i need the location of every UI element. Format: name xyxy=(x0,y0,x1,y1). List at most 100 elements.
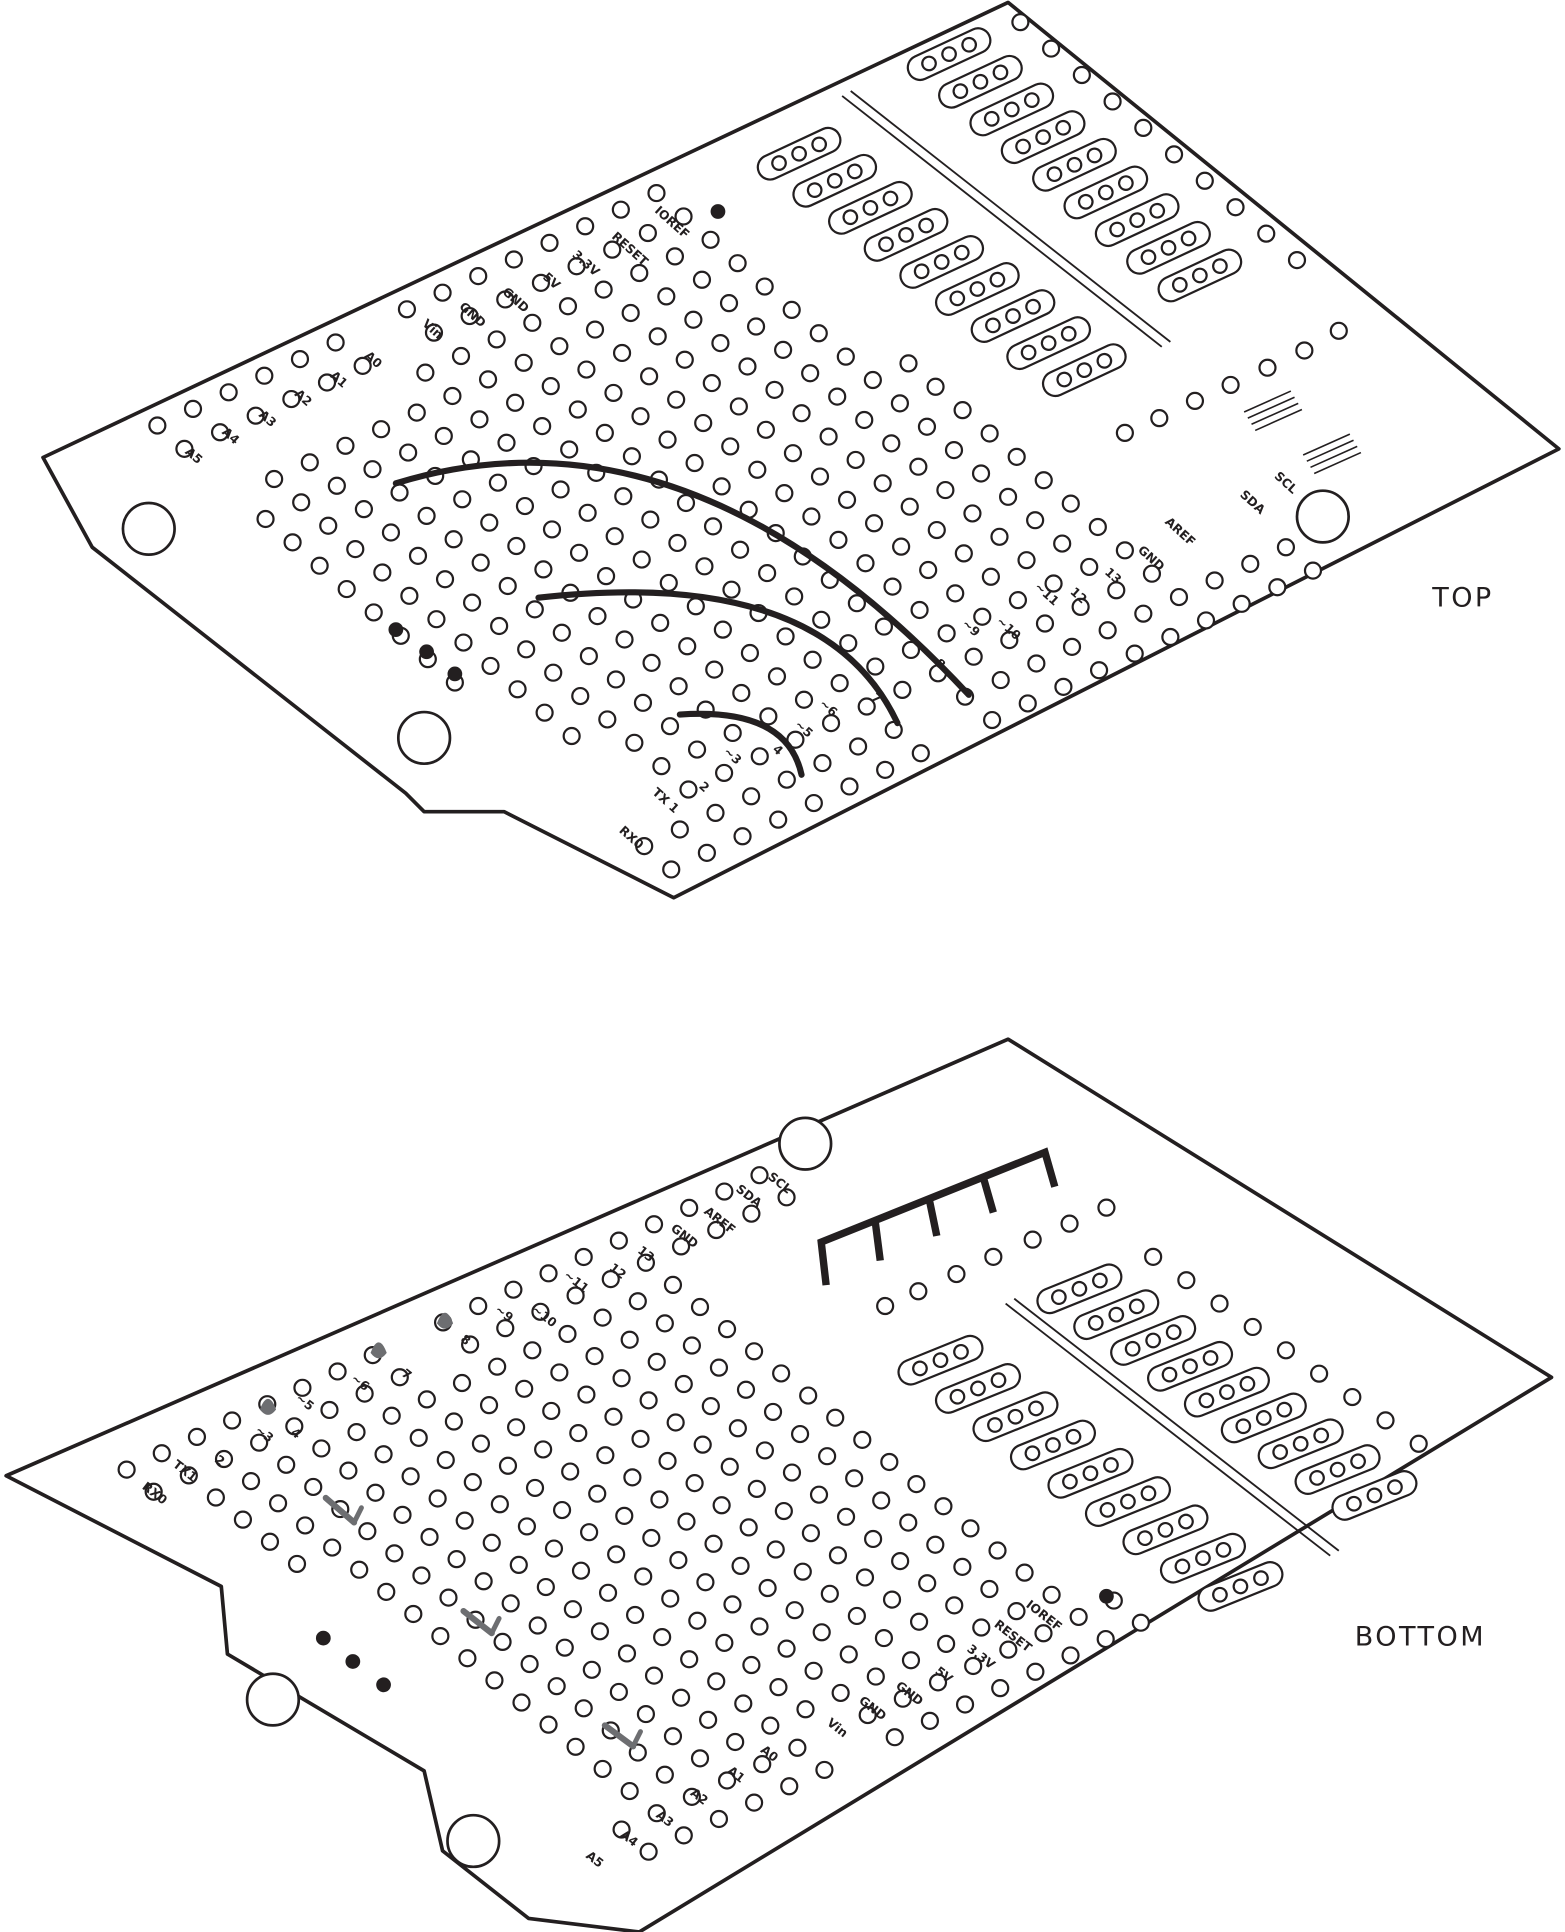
through-hole xyxy=(636,1253,656,1272)
through-hole xyxy=(1099,1501,1116,1518)
through-hole xyxy=(1044,574,1063,593)
through-hole xyxy=(604,1407,623,1426)
through-hole xyxy=(947,1264,966,1284)
through-hole xyxy=(840,777,859,796)
through-hole xyxy=(256,509,275,529)
through-hole xyxy=(588,1484,607,1503)
through-hole xyxy=(487,330,506,349)
through-hole xyxy=(1015,1563,1034,1582)
through-hole xyxy=(991,1679,1010,1698)
through-hole xyxy=(674,1374,693,1394)
through-hole xyxy=(680,1650,699,1669)
through-hole xyxy=(558,1324,577,1344)
through-hole xyxy=(988,1541,1007,1560)
through-hole xyxy=(872,1491,891,1510)
through-hole xyxy=(1071,1280,1088,1297)
through-hole xyxy=(793,1562,812,1581)
through-hole xyxy=(690,1749,710,1768)
through-hole xyxy=(1060,325,1077,342)
through-hole xyxy=(233,1510,253,1529)
through-hole xyxy=(715,1633,734,1652)
through-hole xyxy=(1115,423,1134,442)
through-hole xyxy=(899,1513,918,1532)
through-hole xyxy=(750,1166,769,1185)
through-hole xyxy=(1055,119,1072,136)
through-hole xyxy=(520,1654,539,1674)
through-hole xyxy=(668,533,687,553)
through-hole xyxy=(748,460,767,479)
through-hole xyxy=(758,1578,777,1598)
through-hole xyxy=(1097,184,1114,201)
pin-label-vin: Vin xyxy=(824,1715,850,1740)
through-hole xyxy=(144,1482,163,1501)
strip-pad xyxy=(899,235,985,289)
through-hole xyxy=(707,1220,726,1240)
through-hole xyxy=(1157,1521,1174,1538)
through-hole xyxy=(669,677,688,696)
through-hole xyxy=(670,820,689,839)
through-hole xyxy=(590,1622,610,1641)
strip-pad xyxy=(1159,1532,1246,1584)
through-hole xyxy=(707,1672,726,1691)
through-hole xyxy=(1053,534,1072,553)
through-hole xyxy=(685,453,704,473)
pin-label-tx1: TX 1 xyxy=(650,785,682,816)
through-hole xyxy=(728,254,747,273)
through-hole xyxy=(310,556,329,575)
through-hole xyxy=(796,1700,815,1719)
through-hole xyxy=(890,394,910,413)
through-hole xyxy=(769,1678,788,1697)
through-hole xyxy=(846,163,863,180)
through-hole xyxy=(552,1500,572,1520)
through-hole xyxy=(802,507,821,526)
through-hole xyxy=(829,530,848,549)
through-hole xyxy=(542,520,562,539)
through-hole xyxy=(628,1292,647,1311)
through-hole xyxy=(746,317,766,336)
through-hole xyxy=(469,1296,488,1316)
through-hole xyxy=(544,663,563,682)
pin-label-sda: SDA xyxy=(1237,487,1268,517)
through-hole xyxy=(1140,249,1157,266)
through-hole xyxy=(1303,561,1323,580)
through-hole xyxy=(408,546,428,565)
through-hole xyxy=(1221,375,1240,395)
through-hole xyxy=(1195,1550,1211,1567)
through-hole xyxy=(676,493,696,513)
through-hole xyxy=(705,660,724,679)
through-hole xyxy=(876,1296,895,1316)
through-hole xyxy=(733,827,752,846)
through-hole xyxy=(953,1557,972,1576)
through-hole xyxy=(761,1716,780,1735)
through-hole xyxy=(433,283,452,302)
through-hole xyxy=(697,843,716,862)
through-hole xyxy=(424,323,444,342)
through-hole xyxy=(782,300,801,320)
strip-pad xyxy=(1036,1263,1123,1315)
through-hole xyxy=(462,593,482,612)
through-hole xyxy=(1212,258,1228,274)
through-hole xyxy=(1180,230,1197,247)
through-hole xyxy=(1071,597,1090,617)
through-hole xyxy=(614,487,633,506)
through-hole xyxy=(1253,1570,1269,1587)
through-hole xyxy=(856,554,875,573)
through-hole xyxy=(937,1634,956,1653)
through-hole xyxy=(593,1308,612,1327)
through-hole xyxy=(1027,654,1046,673)
through-hole xyxy=(849,737,868,756)
through-hole xyxy=(1205,571,1224,590)
through-hole xyxy=(1134,118,1153,137)
pin-label-scl: SCL xyxy=(1272,469,1301,497)
through-hole xyxy=(1171,276,1188,293)
through-hole xyxy=(809,324,828,343)
through-hole xyxy=(1017,551,1036,570)
through-hole xyxy=(1097,1198,1116,1217)
through-hole xyxy=(506,1418,526,1437)
through-hole xyxy=(117,1460,136,1479)
through-hole xyxy=(964,1656,983,1676)
through-hole xyxy=(679,780,698,799)
through-hole xyxy=(1198,1392,1215,1409)
through-hole xyxy=(684,310,703,329)
through-hole xyxy=(1124,1340,1141,1357)
